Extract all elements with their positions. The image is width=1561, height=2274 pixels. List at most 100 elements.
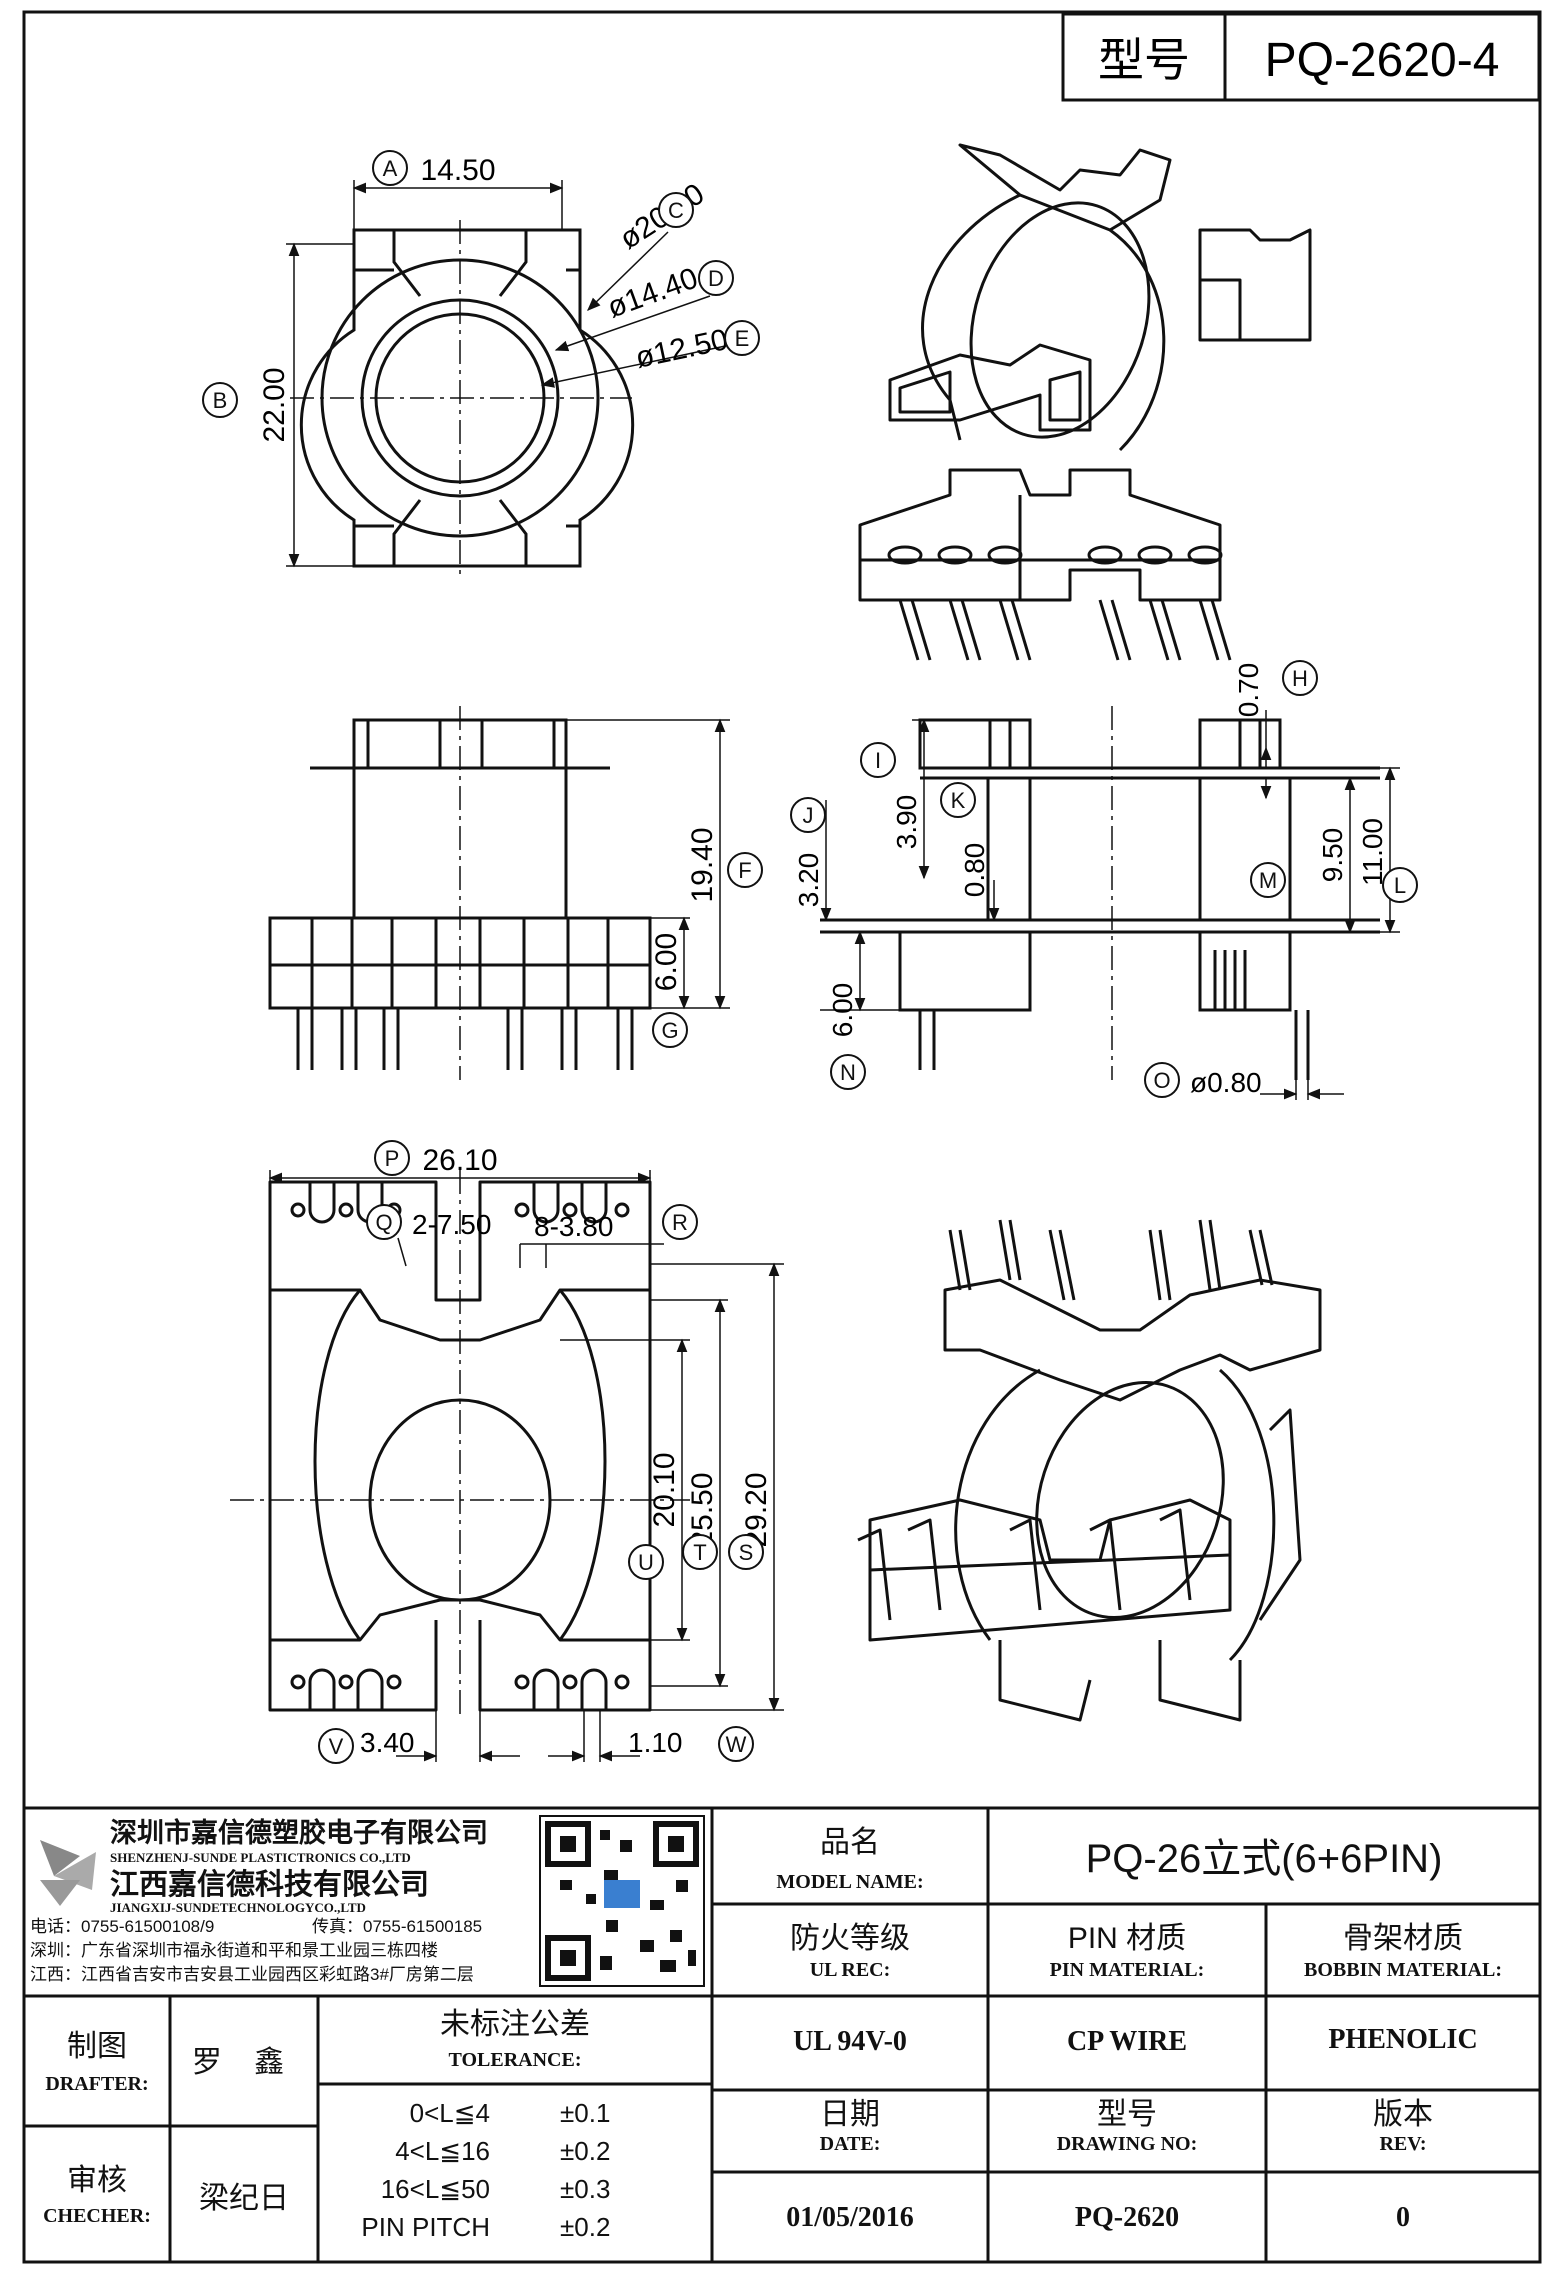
callout-letter: J bbox=[803, 803, 814, 828]
callout-letter: I bbox=[875, 748, 881, 773]
dim-m: 9.50 bbox=[1317, 776, 1356, 934]
company-name-cn-1: 深圳市嘉信德塑胶电子有限公司 bbox=[110, 1817, 488, 1848]
callout-circle bbox=[860, 742, 896, 778]
model-name-value: PQ-26立式(6+6PIN) bbox=[1086, 1837, 1443, 1881]
callout-circle bbox=[698, 260, 734, 296]
dim-l-value: 11.00 bbox=[1357, 818, 1388, 886]
callout-circle bbox=[790, 797, 826, 833]
callout-letter: R bbox=[672, 1210, 688, 1235]
dim-v-value: 3.40 bbox=[360, 1727, 415, 1758]
company-name-en-1: SHENZHENJ-SUNDE PLASTICTRONICS CO.,LTD bbox=[110, 1850, 411, 1865]
callout-letter: C bbox=[668, 198, 684, 223]
callout-circle bbox=[202, 382, 238, 418]
drawing-no-value: PQ-2620 bbox=[1075, 2202, 1179, 2233]
company-name-en-2: JIANGXIJ-SUNDETECHNOLOGYCO.,LTD bbox=[110, 1900, 366, 1915]
dim-w-value: 1.10 bbox=[628, 1727, 683, 1758]
callout-letter: V bbox=[329, 1734, 344, 1759]
dim-u-value: 20.10 bbox=[648, 1452, 681, 1527]
top-view-centerlines bbox=[290, 220, 632, 580]
callout-circle bbox=[372, 150, 408, 186]
date-label-cn: 日期 bbox=[820, 2098, 880, 2131]
title-block bbox=[24, 1806, 1540, 2262]
tolerance-range: PIN PITCH bbox=[361, 2212, 490, 2242]
date-label-en: DATE: bbox=[820, 2133, 881, 2155]
callout-letter: G bbox=[661, 1018, 678, 1043]
dim-q: 2-7.50 bbox=[397, 1209, 491, 1267]
callout-letter: D bbox=[708, 266, 724, 291]
tolerance-label-cn: 未标注公差 bbox=[440, 2008, 590, 2041]
ul-label-en: UL REC: bbox=[810, 1959, 891, 1981]
drafter-label-en: DRAFTER: bbox=[45, 2073, 148, 2095]
dim-o-value: ø0.80 bbox=[1190, 1067, 1262, 1098]
dim-h: 0.70 bbox=[1233, 663, 1272, 800]
callout-letter: O bbox=[1153, 1068, 1170, 1093]
rev-value: 0 bbox=[1396, 2202, 1410, 2233]
company-name-cn-2: 江西嘉信德科技有限公司 bbox=[110, 1868, 429, 1901]
callout-circle bbox=[940, 782, 976, 818]
company-logo bbox=[40, 1840, 96, 1906]
dim-b-value: 22.00 bbox=[258, 367, 291, 442]
callout-circle bbox=[318, 1728, 354, 1764]
checker-label-cn: 审核 bbox=[67, 2164, 127, 2197]
dim-s: 29.20 bbox=[650, 1262, 784, 1712]
dim-l: 11.00 bbox=[1200, 766, 1400, 934]
tolerance-range: 4<L≦16 bbox=[395, 2136, 490, 2166]
rev-label-en: REV: bbox=[1379, 2133, 1426, 2155]
dim-r: 8-3.80 bbox=[519, 1211, 664, 1268]
ul-label-cn: 防火等级 bbox=[790, 1922, 910, 1955]
callout-circle bbox=[724, 320, 760, 356]
side-view bbox=[820, 718, 1380, 1080]
callout-circle bbox=[652, 1012, 688, 1048]
checker-value: 梁纪日 bbox=[199, 2182, 289, 2215]
callout-letter: M bbox=[1259, 868, 1277, 893]
callout-circle bbox=[1382, 867, 1418, 903]
callout-letter: K bbox=[951, 788, 966, 813]
callout-letter: F bbox=[738, 858, 751, 883]
title-block-texts: 品名 MODEL NAME: PQ-26立式(6+6PIN) 防火等级 UL R… bbox=[43, 1826, 1502, 2242]
dim-u: 20.10 bbox=[560, 1338, 690, 1642]
dim-r-value: 8-3.80 bbox=[534, 1211, 613, 1242]
company-address-jx: 江西：江西省吉安市吉安县工业园西区彩虹路3#厂房第二层 bbox=[30, 1965, 474, 1984]
pin-label-cn: PIN 材质 bbox=[1068, 1922, 1186, 1955]
callout-circle bbox=[728, 1534, 764, 1570]
drafter-value: 罗 鑫 bbox=[192, 2046, 296, 2079]
callout-circle bbox=[830, 1054, 866, 1090]
callout-letter: U bbox=[638, 1550, 654, 1575]
callout-letter: E bbox=[735, 326, 750, 351]
dim-g-value: 6.00 bbox=[650, 933, 683, 991]
dim-w: 1.10 bbox=[548, 1710, 683, 1762]
model-name-label-cn: 品名 bbox=[820, 1826, 880, 1859]
drawing-no-label-cn: 型号 bbox=[1097, 2098, 1157, 2131]
date-value: 01/05/2016 bbox=[786, 2202, 914, 2233]
pin-value: CP WIRE bbox=[1067, 2026, 1187, 2057]
tolerance-value: ±0.2 bbox=[560, 2212, 610, 2242]
dim-n-value: 6.00 bbox=[827, 983, 858, 1038]
callout-circle bbox=[662, 1204, 698, 1240]
callout-circle bbox=[658, 192, 694, 228]
callout-circle bbox=[1250, 862, 1286, 898]
dim-d-value: ø14.40 bbox=[603, 262, 702, 325]
bobbin-value: PHENOLIC bbox=[1328, 2024, 1477, 2055]
drafter-label-cn: 制图 bbox=[67, 2030, 127, 2063]
dim-f: 19.40 bbox=[566, 718, 730, 1010]
callout-circle bbox=[727, 852, 763, 888]
tolerance-value: ±0.1 bbox=[560, 2098, 610, 2128]
dim-j: 3.20 bbox=[793, 800, 840, 922]
callout-letter: H bbox=[1292, 666, 1308, 691]
callout-circle bbox=[374, 1140, 410, 1176]
pin-label-en: PIN MATERIAL: bbox=[1050, 1959, 1205, 1981]
bobbin-label-en: BOBBIN MATERIAL: bbox=[1304, 1959, 1502, 1981]
tolerance-value: ±0.3 bbox=[560, 2174, 610, 2204]
callout-letter: W bbox=[726, 1732, 747, 1757]
dim-m-value: 9.50 bbox=[1317, 828, 1348, 883]
callout-letter: S bbox=[739, 1540, 754, 1565]
company-phone: 电话：0755-61500108/9 bbox=[30, 1917, 214, 1936]
sheet-border bbox=[22, 10, 1542, 2264]
dim-v: 3.40 bbox=[360, 1710, 520, 1762]
callout-letter: A bbox=[383, 156, 398, 181]
callout-letter: Q bbox=[375, 1210, 392, 1235]
tolerance-range: 0<L≦4 bbox=[410, 2098, 490, 2128]
company-address-sz: 深圳：广东省深圳市福永街道和平和景工业园三栋四楼 bbox=[30, 1941, 438, 1960]
